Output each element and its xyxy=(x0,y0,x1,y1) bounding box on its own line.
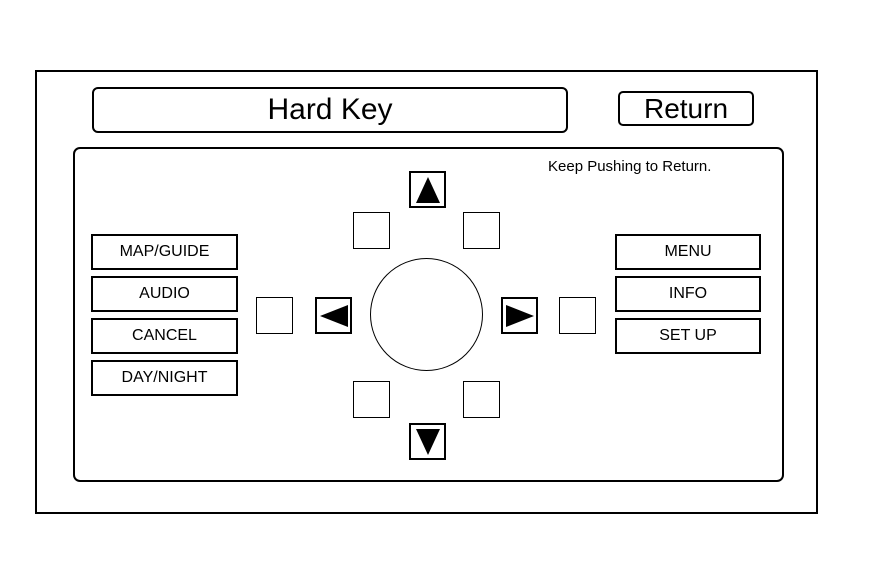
map-guide-button[interactable]: MAP/GUIDE xyxy=(91,234,238,270)
return-button-label: Return xyxy=(643,92,729,124)
page-title: Hard Key xyxy=(92,87,568,133)
far-right-key[interactable] xyxy=(559,297,596,334)
down-right-key[interactable] xyxy=(463,381,500,418)
menu-label: MENU xyxy=(664,243,712,260)
down-arrow-icon xyxy=(415,428,440,455)
menu-button[interactable]: MENU xyxy=(615,234,761,270)
cancel-button[interactable]: CANCEL xyxy=(91,318,238,354)
set-up-button[interactable]: SET UP xyxy=(615,318,761,354)
audio-button[interactable]: AUDIO xyxy=(91,276,238,312)
audio-label: AUDIO xyxy=(139,285,190,302)
hard-key-panel xyxy=(73,147,784,482)
up-right-key[interactable] xyxy=(463,212,500,249)
down-arrow-button[interactable] xyxy=(409,423,446,460)
info-button[interactable]: INFO xyxy=(615,276,761,312)
down-left-key[interactable] xyxy=(353,381,390,418)
center-knob[interactable] xyxy=(370,258,483,371)
return-hint-text: Keep Pushing to Return. xyxy=(548,158,712,175)
set-up-label: SET UP xyxy=(659,327,717,344)
far-left-key[interactable] xyxy=(256,297,293,334)
up-arrow-icon xyxy=(415,176,440,203)
cancel-label: CANCEL xyxy=(132,327,197,344)
day-night-button[interactable]: DAY/NIGHT xyxy=(91,360,238,396)
map-guide-label: MAP/GUIDE xyxy=(119,243,210,260)
day-night-label: DAY/NIGHT xyxy=(121,369,208,386)
page-title-text: Hard Key xyxy=(267,93,393,126)
screen-frame xyxy=(35,70,818,514)
left-arrow-button[interactable] xyxy=(315,297,352,334)
up-arrow-button[interactable] xyxy=(409,171,446,208)
return-button[interactable]: Return xyxy=(618,91,754,126)
right-arrow-icon xyxy=(505,304,534,327)
up-left-key[interactable] xyxy=(353,212,390,249)
info-label: INFO xyxy=(668,285,708,302)
right-arrow-button[interactable] xyxy=(501,297,538,334)
left-arrow-icon xyxy=(319,304,348,327)
